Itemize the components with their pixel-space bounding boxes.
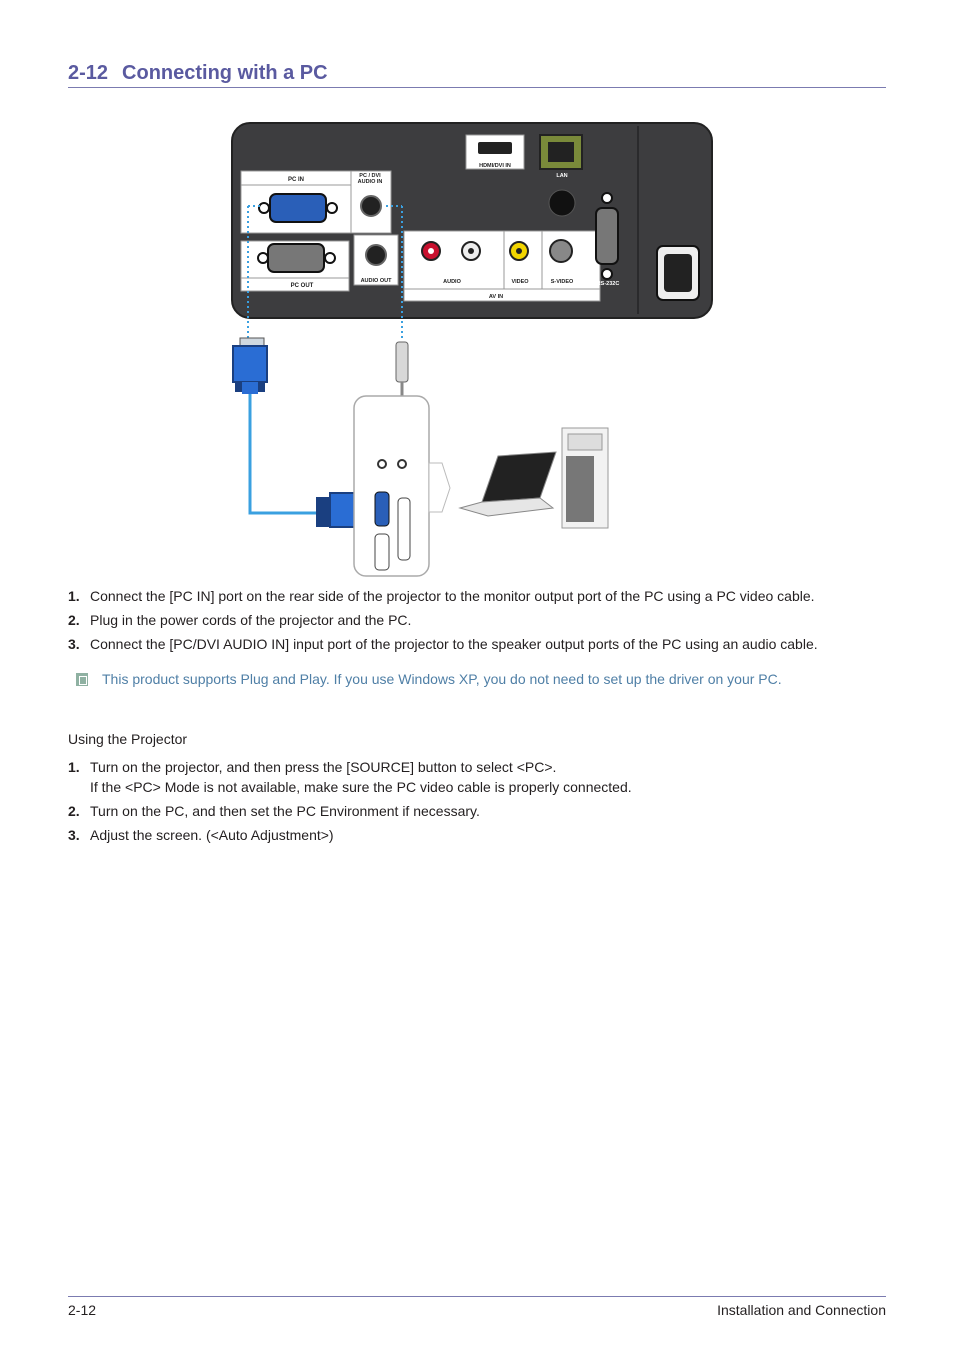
note-callout: This product supports Plug and Play. If … xyxy=(76,671,782,687)
section-title: Connecting with a PC xyxy=(122,62,328,84)
list-item: 3.Adjust the screen. (<Auto Adjustment>) xyxy=(68,827,334,843)
desktop-pc-icon xyxy=(561,427,609,529)
vga-cable xyxy=(232,337,369,528)
label-audio: AUDIO xyxy=(443,279,461,285)
label-pc-in: PC IN xyxy=(288,177,304,183)
connection-steps: 1.Connect the [PC IN] port on the rear s… xyxy=(68,586,818,658)
label-video: VIDEO xyxy=(511,279,529,285)
note-icon xyxy=(76,673,88,686)
label-lan: LAN xyxy=(556,173,567,179)
subsection-title: Using the Projector xyxy=(68,731,188,747)
label-rs232c: RS-232C xyxy=(597,281,620,287)
page-number: 2-12 xyxy=(68,1302,97,1318)
laptop-icon xyxy=(458,451,557,517)
note-text: This product supports Plug and Play. If … xyxy=(102,671,782,687)
audio-out-jack xyxy=(365,244,387,266)
label-s-video: S-VIDEO xyxy=(551,279,574,285)
audio-in-jack xyxy=(360,195,382,217)
section-number: 2-12 xyxy=(68,62,109,84)
using-steps: 1.Turn on the projector, and then press … xyxy=(68,757,632,849)
projector-rear-panel: PC IN PC / DVI AUDIO IN PC OUT AUDIO OUT xyxy=(231,122,713,319)
label-audio-out: AUDIO OUT xyxy=(361,278,393,284)
page-title: 2-12 Connecting with a PC xyxy=(68,62,886,88)
pc-out-port xyxy=(267,243,325,273)
list-item: 3.Connect the [PC/DVI AUDIO IN] input po… xyxy=(68,636,818,652)
list-item: 2.Turn on the PC, and then set the PC En… xyxy=(68,803,480,819)
label-pc-out: PC OUT xyxy=(291,283,314,289)
list-item: 1.Turn on the projector, and then press … xyxy=(68,759,632,795)
list-item: 2.Plug in the power cords of the project… xyxy=(68,612,412,628)
label-hdmi: HDMI/DVI IN xyxy=(479,163,511,169)
list-item: 1.Connect the [PC IN] port on the rear s… xyxy=(68,588,815,604)
label-pc-dvi-1: PC / DVI xyxy=(359,173,381,179)
chapter-name: Installation and Connection xyxy=(717,1302,886,1318)
pc-rear-panel xyxy=(353,395,430,577)
label-av-in: AV IN xyxy=(489,294,503,300)
pc-in-port xyxy=(269,193,327,223)
connection-diagram: PC IN PC / DVI AUDIO IN PC OUT AUDIO OUT xyxy=(228,118,718,580)
label-pc-dvi-2: AUDIO IN xyxy=(358,179,383,185)
page-footer: 2-12 Installation and Connection xyxy=(68,1296,886,1318)
